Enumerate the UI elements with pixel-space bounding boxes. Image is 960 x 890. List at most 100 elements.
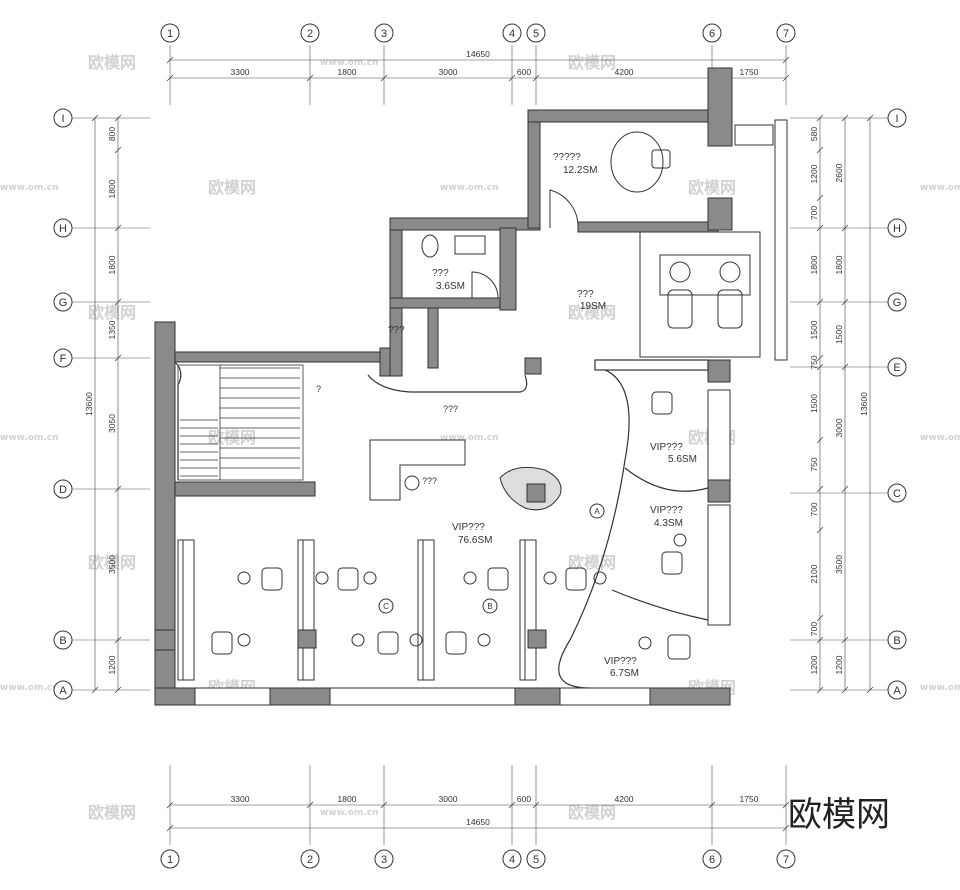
- grid-bubble: [300, 849, 320, 869]
- dimension-label: 750: [809, 457, 819, 471]
- dimension-tick: [816, 436, 824, 444]
- watermark-site: www.om.cn: [920, 683, 960, 693]
- grid-bubble-label: E: [893, 362, 900, 374]
- dimension-label: 3000: [439, 794, 458, 804]
- column-center: [524, 357, 542, 375]
- window-south-2: [329, 687, 516, 706]
- mirror-unit: [519, 539, 537, 681]
- vip-stool-icon: [673, 533, 687, 547]
- styling-chair-icon: [565, 567, 587, 591]
- watermark-site: www.om.cn: [920, 433, 960, 443]
- grid-bubble-label: G: [893, 297, 902, 309]
- grid-bubble-label: 4: [509, 28, 515, 40]
- dimension-label: 4200: [615, 794, 634, 804]
- office-chair-icon: [651, 149, 671, 169]
- dimension-tick: [91, 114, 99, 122]
- dimension-tick: [166, 56, 174, 64]
- wash-room-outline: [639, 231, 761, 358]
- doors: [471, 189, 579, 299]
- stool-icon: [477, 633, 491, 647]
- dimension-tick: [166, 74, 174, 82]
- grid-bubble-label: 5: [533, 28, 539, 40]
- dimension-tick: [866, 686, 874, 694]
- dimension-tick: [114, 636, 122, 644]
- vip-furniture: [638, 391, 691, 660]
- vip-a-name: VIP???: [650, 442, 683, 453]
- watermark-site: www.om.cn: [920, 183, 960, 193]
- dimension-label: 580: [809, 127, 819, 141]
- partitions: [174, 359, 709, 689]
- dimension-label: 4200: [615, 67, 634, 77]
- reception-curve: [367, 374, 528, 393]
- dimension-tick: [114, 298, 122, 306]
- dimension-label: 1200: [107, 655, 117, 674]
- watermark-text: 欧模网: [208, 178, 256, 197]
- shampoo-chair-icon: [717, 289, 743, 329]
- office-door: [549, 189, 579, 229]
- vip-a-area: 5.6SM: [668, 454, 697, 465]
- grid-bubble-label: 6: [709, 854, 715, 866]
- dimension-tick: [816, 298, 824, 306]
- sink-icon: [454, 235, 486, 255]
- mirror-unit: [417, 539, 435, 681]
- north-wall-step: [379, 347, 391, 377]
- station-column: [297, 629, 317, 649]
- reception-label: ???: [443, 404, 458, 414]
- grid-bubble: [526, 849, 546, 869]
- toilet-north-wall: [389, 217, 541, 231]
- toilet-area: 3.6SM: [436, 281, 465, 292]
- vip-c-area: 6.7SM: [610, 668, 639, 679]
- dimension-tick: [841, 485, 849, 493]
- grid-bubble: [160, 849, 180, 869]
- watermark-site: www.om.cn: [320, 808, 379, 818]
- dimension-label: 3300: [231, 67, 250, 77]
- reception-stool-icon: [404, 475, 420, 491]
- dimension-tick: [166, 801, 174, 809]
- styling-chair-icon: [211, 631, 233, 655]
- dimension-label: 1800: [338, 67, 357, 77]
- grid-bubble-label: 3: [381, 28, 387, 40]
- dimension-tick: [816, 224, 824, 232]
- dimension-tick: [114, 354, 122, 362]
- dimension-tick: [782, 824, 790, 832]
- section-mark-c: [378, 598, 394, 614]
- dimension-tick: [816, 354, 824, 362]
- grid-bubble-label: B: [893, 635, 900, 647]
- stair-outline: [177, 364, 304, 481]
- grid-bubble-label: D: [59, 484, 67, 496]
- dimension-tick: [841, 686, 849, 694]
- office-desk: [610, 131, 664, 193]
- grid-bubble: [374, 23, 394, 43]
- dimension-label: 700: [809, 206, 819, 220]
- office-area: 12.2SM: [563, 165, 597, 176]
- dimension-tick: [532, 801, 540, 809]
- watermark-site: www.om.cn: [0, 183, 59, 193]
- grid-bubble-label: 1: [167, 28, 173, 40]
- dimension-label: 2100: [809, 564, 819, 583]
- grid-bubble: [300, 23, 320, 43]
- dimension-label: 1200: [809, 655, 819, 674]
- stair-label: ?: [316, 384, 321, 394]
- wash-counter: [659, 254, 751, 296]
- dimension-label: 700: [809, 622, 819, 636]
- dimension-tick: [166, 824, 174, 832]
- toilet-name: ???: [432, 268, 449, 279]
- styling-chair-icon: [337, 567, 359, 591]
- dimension-tick: [782, 56, 790, 64]
- staircase: [177, 364, 304, 481]
- grid-bubble-label: 4: [509, 854, 515, 866]
- grid-bubble-label: 2: [307, 28, 313, 40]
- vip-b-area: 4.3SM: [654, 518, 683, 529]
- styling-chair-icon: [487, 567, 509, 591]
- dimension-tick: [114, 485, 122, 493]
- grid-bubble-label: 6: [709, 28, 715, 40]
- grid-bubble: [526, 23, 546, 43]
- dimension-label: 600: [517, 794, 531, 804]
- dimension-label: 1200: [809, 164, 819, 183]
- section-mark-b: [482, 598, 498, 614]
- grid-bubble-label: 2: [307, 854, 313, 866]
- vip-curve-bc: [611, 589, 709, 621]
